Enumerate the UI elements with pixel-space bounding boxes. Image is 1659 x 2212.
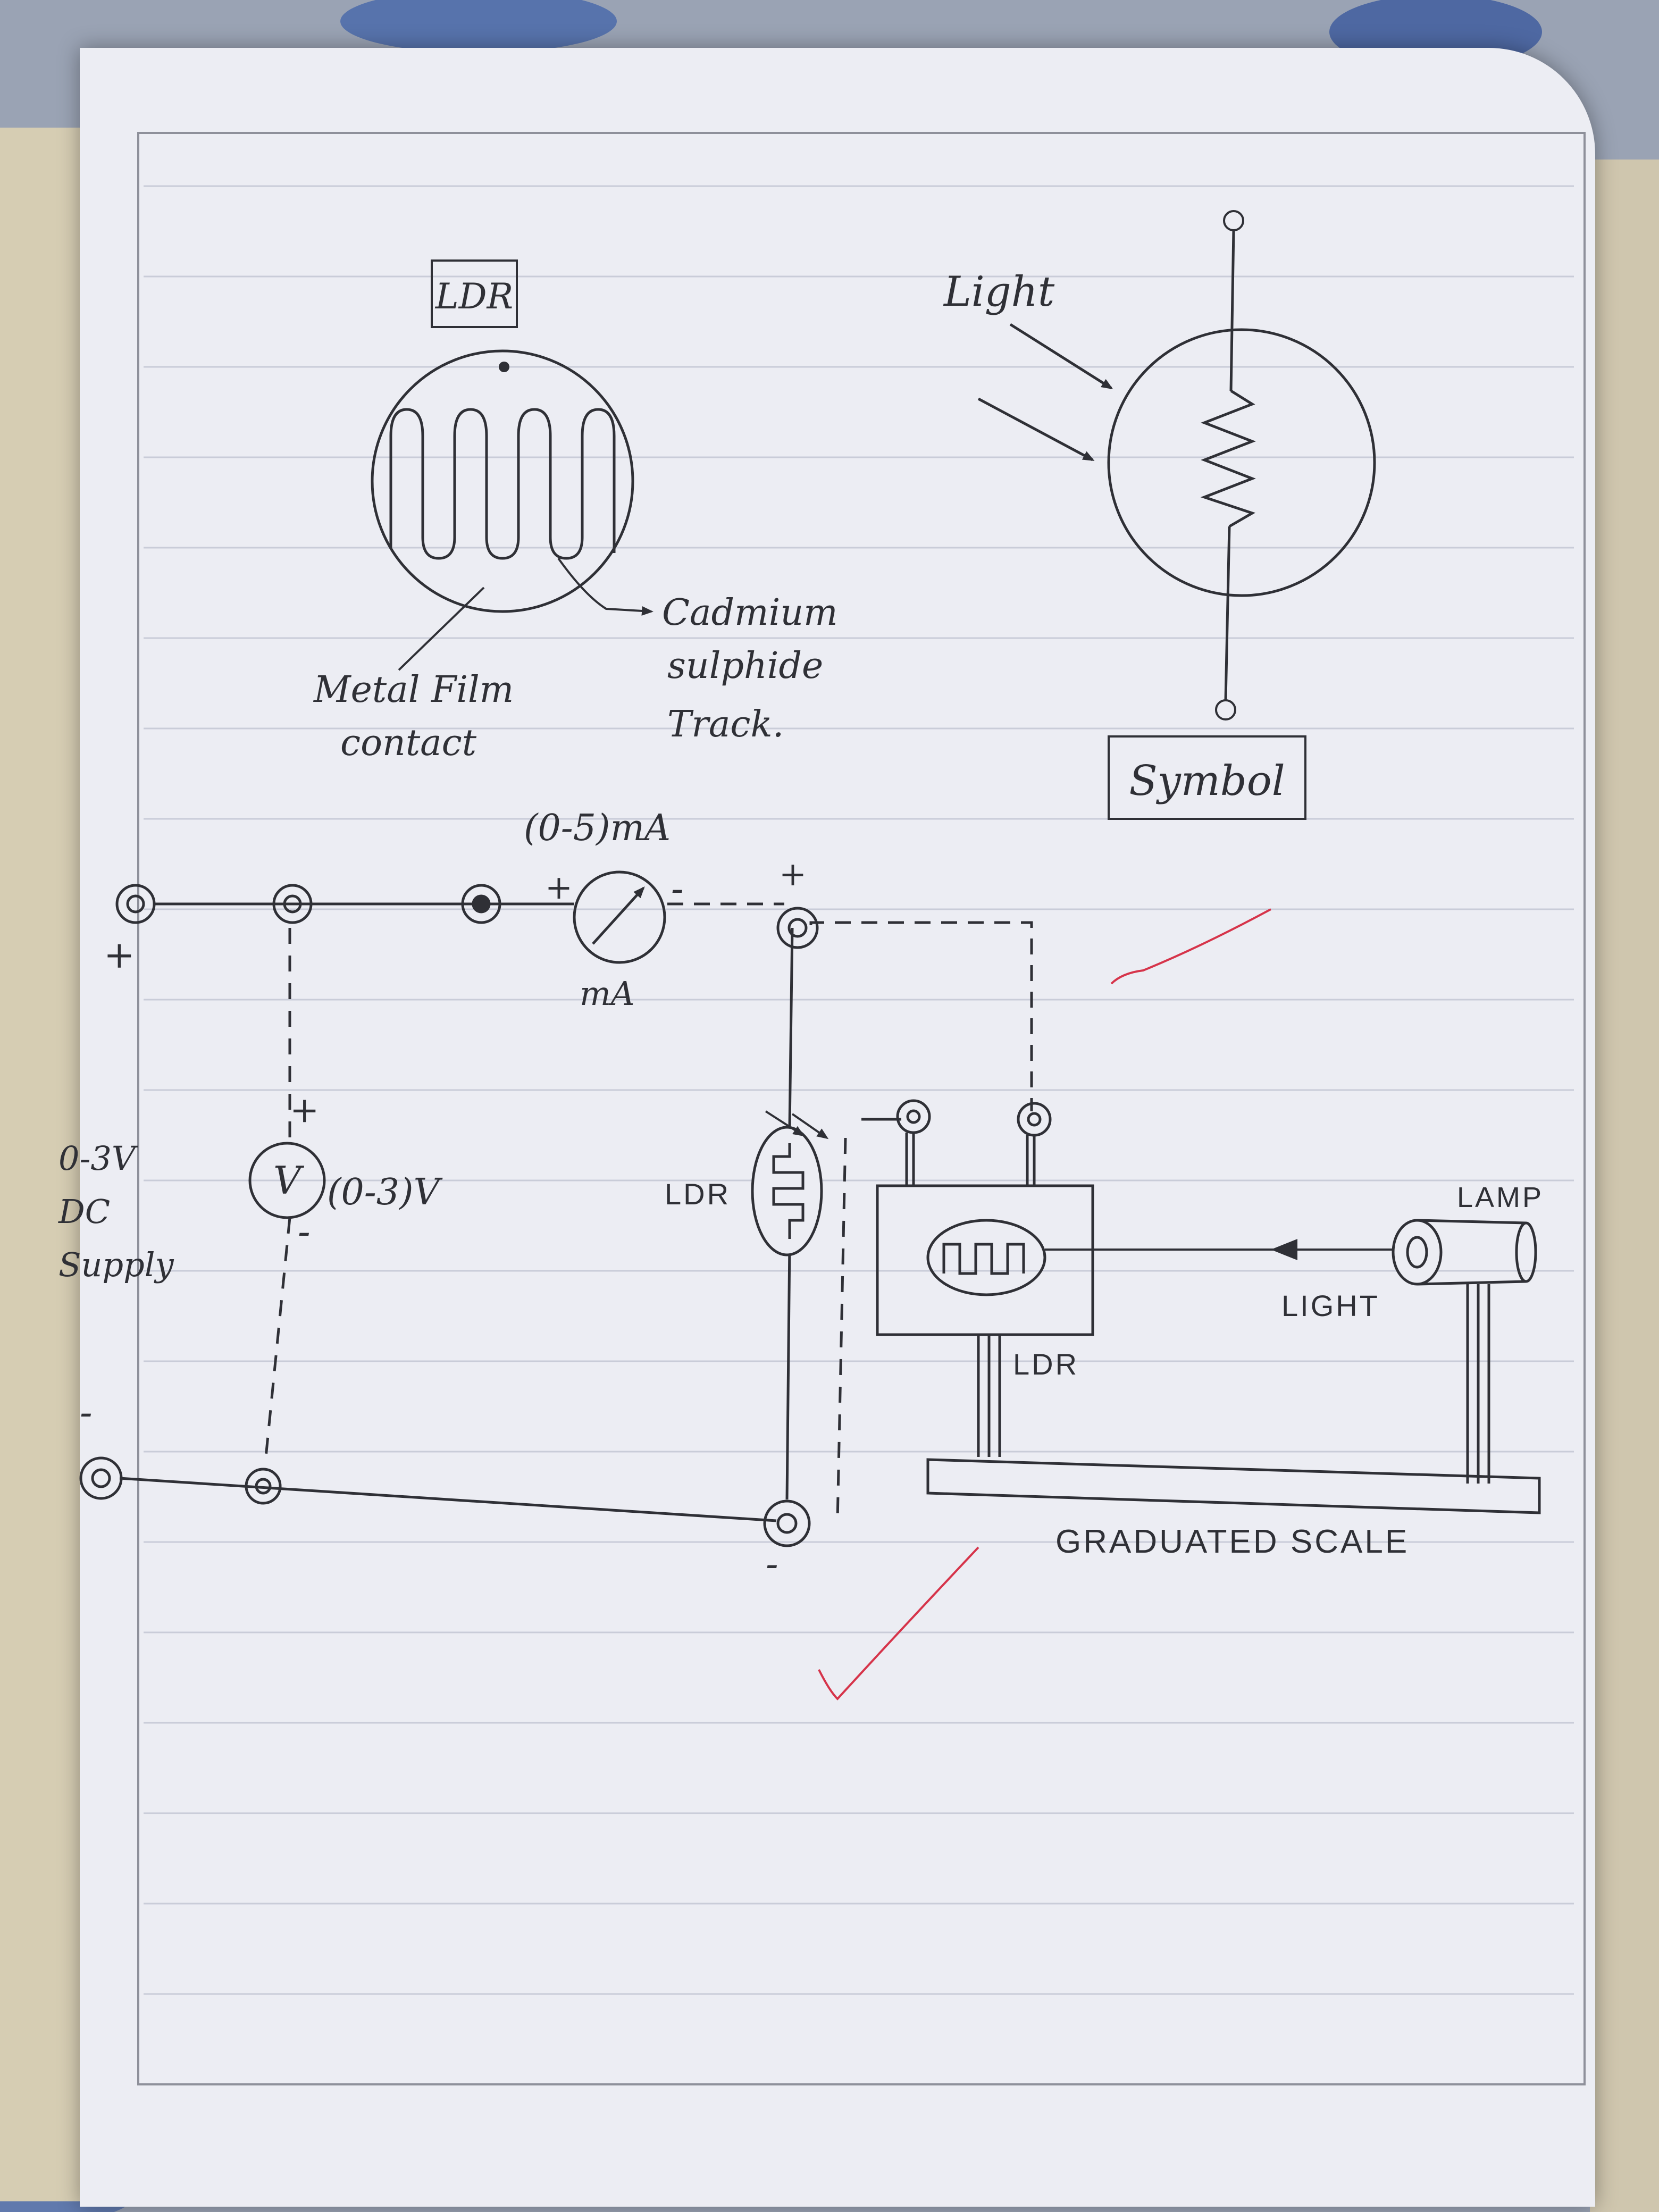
light-beam-label: LIGHT: [1281, 1289, 1380, 1322]
circuit-ldr-label: LDR: [665, 1177, 731, 1211]
circuit-ldr-light-arrow-1: [765, 1110, 805, 1137]
housing-ldr-label: LDR: [1013, 1347, 1079, 1381]
terminal-positive-supply: [115, 884, 156, 924]
lamp-front: [1392, 1219, 1443, 1286]
terminal-negative-supply: [79, 1456, 123, 1500]
voltmeter-branch-lower: [264, 1217, 291, 1457]
ammeter-minus: -: [671, 867, 684, 910]
symbol-top-lead: [1229, 230, 1235, 391]
ldr-return-dashed: [836, 1137, 847, 1521]
voltmeter-symbol-label: V: [273, 1158, 305, 1203]
ldr-disc: [371, 349, 634, 613]
supply-label-line2: DC: [58, 1192, 110, 1231]
red-check-mark-1: [1110, 908, 1271, 985]
terminal-ldr-bottom: [763, 1499, 811, 1547]
ldr-symbol-diagram: Light Symbol: [943, 210, 1376, 820]
light-arrow-1: [1009, 323, 1113, 390]
circuit-ldr-track: [772, 1143, 805, 1239]
ldr-bottom-minus-sign: -: [766, 1542, 778, 1586]
supply-minus-sign: -: [80, 1390, 93, 1434]
light-arrow-2: [977, 397, 1095, 462]
symbol-circle: [1107, 328, 1376, 597]
graduated-scale: [926, 1458, 1541, 1514]
cadmium-label-line1: Cadmium: [662, 592, 838, 634]
terminal-voltmeter-top: [272, 884, 313, 924]
ldr-housing-box: [876, 1184, 1094, 1336]
scale-label: GRADUATED SCALE: [1055, 1523, 1409, 1560]
cadmium-sulphide-track: [389, 408, 616, 560]
supply-label-line3: Supply: [58, 1245, 174, 1284]
metal-film-pointer: [398, 586, 485, 671]
ldr-branch-upper: [788, 927, 794, 1128]
ldr-physical-diagram: LDR Metal Film contact Cadmium sulphide …: [313, 259, 838, 764]
terminal-ammeter-in: [461, 884, 501, 924]
voltmeter: V (0-3)V + -: [248, 1090, 443, 1253]
ruled-lines: [144, 185, 1574, 1995]
terminal-box-right: [1017, 1102, 1052, 1137]
ammeter-symbol-label: mA: [580, 974, 635, 1013]
terminal-box-left: [896, 1099, 931, 1134]
voltmeter-circle: [248, 1142, 326, 1219]
ammeter: (0-5)mA mA + -: [524, 807, 684, 1013]
ldr-branch-lower: [785, 1244, 791, 1500]
circuit-ldr-light-arrow-2: [791, 1113, 829, 1139]
circuit-diagram: [119, 902, 1033, 1522]
lamp: [1392, 1219, 1537, 1484]
symbol-top-terminal: [1223, 210, 1244, 231]
metal-film-label-line2: contact: [340, 722, 477, 764]
ldr-title: LDR: [435, 276, 513, 317]
ammeter-circle: [573, 870, 666, 964]
circuit-ldr: LDR: [665, 1110, 829, 1256]
top-dashed-to-lamp-socket: [809, 921, 1033, 1111]
page-border: [137, 132, 1586, 2085]
ldr-top-plus-sign: +: [779, 854, 807, 893]
terminal-ldr-top: [776, 907, 819, 949]
supply-label-line1: 0-3V: [58, 1139, 139, 1178]
symbol-light-label: Light: [943, 268, 1055, 316]
voltmeter-range-label: (0-3)V: [327, 1171, 443, 1213]
resistor-zigzag-symbol: [1200, 389, 1256, 528]
circuit-ldr-body: [751, 1126, 823, 1256]
ammeter-needle: [592, 886, 645, 945]
symbol-bottom-lead: [1224, 526, 1231, 701]
ammeter-plus: +: [545, 868, 573, 907]
ldr-housing-track: [942, 1243, 1025, 1275]
red-check-mark-2: [818, 1546, 979, 1700]
metal-film-label-line1: Metal Film: [313, 669, 514, 711]
ldr-title-box: [431, 259, 518, 328]
ammeter-range-label: (0-5)mA: [524, 807, 671, 849]
ldr-contact-dot: [499, 362, 509, 372]
voltmeter-plus: +: [290, 1090, 319, 1130]
symbol-caption-box: [1108, 735, 1306, 820]
lamp-label: LAMP: [1457, 1182, 1544, 1213]
terminals: [79, 884, 1052, 1547]
supply-plus-sign: +: [104, 933, 135, 977]
notebook-page: [80, 48, 1595, 2207]
symbol-bottom-terminal: [1215, 699, 1236, 720]
bottom-wire: [119, 1477, 777, 1522]
ldr-housing-window: [926, 1219, 1046, 1296]
cadmium-label-line3: Track.: [667, 703, 784, 745]
symbol-caption: Symbol: [1129, 757, 1285, 805]
terminal-voltmeter-bottom: [245, 1468, 282, 1505]
ldr-housing: [876, 1133, 1094, 1457]
light-beam-arrowhead: [1271, 1239, 1297, 1260]
voltmeter-minus: -: [298, 1210, 311, 1253]
cadmium-pointer: [557, 557, 653, 616]
cadmium-label-line2: sulphide: [667, 645, 823, 687]
